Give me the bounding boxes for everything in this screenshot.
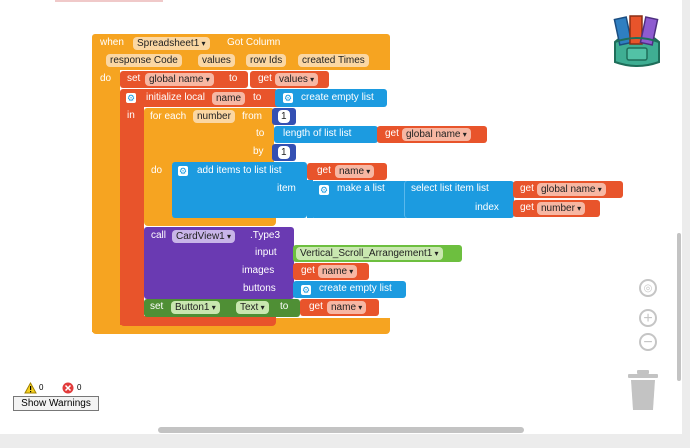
error-icon bbox=[62, 382, 74, 394]
when-label: when bbox=[100, 37, 124, 48]
to-label: to bbox=[256, 128, 265, 139]
index-label: index bbox=[475, 202, 499, 213]
length-of-list-block[interactable] bbox=[274, 126, 378, 143]
get-values-dropdown[interactable]: values bbox=[275, 73, 319, 86]
gear-icon[interactable]: ⚙ bbox=[319, 185, 329, 195]
horizontal-scrollbar[interactable] bbox=[158, 427, 524, 433]
get-number-dropdown[interactable]: number bbox=[537, 202, 586, 215]
add-items-block[interactable] bbox=[172, 162, 307, 218]
add-items-label: add items to list list bbox=[197, 165, 282, 176]
get-images-dropdown[interactable]: name bbox=[318, 265, 358, 278]
set-button-text-block[interactable] bbox=[144, 299, 300, 317]
gear-icon[interactable]: ⚙ bbox=[301, 285, 311, 295]
event-do-label: do bbox=[100, 73, 112, 84]
call-method-label: .Type3 bbox=[250, 230, 281, 241]
set-var-dropdown[interactable]: global name bbox=[145, 73, 214, 86]
get-label: get bbox=[309, 301, 323, 312]
get-name-dropdown-2[interactable]: name bbox=[327, 301, 367, 314]
item-label: item bbox=[277, 183, 296, 194]
warning-count: 0 bbox=[39, 383, 44, 392]
for-each-do-label: do bbox=[151, 165, 163, 176]
vertical-scroll-dropdown[interactable]: Vertical_Scroll_Arrangement1 bbox=[296, 247, 443, 260]
for-each-var-field[interactable]: number bbox=[193, 110, 235, 123]
event-component-dropdown[interactable]: Spreadsheet1 bbox=[133, 37, 210, 50]
event-block-spine bbox=[92, 70, 120, 332]
images-label: images bbox=[242, 265, 275, 276]
zoom-out-icon[interactable]: − bbox=[639, 333, 657, 351]
init-to-label: to bbox=[253, 92, 262, 103]
buttons-empty-list-label: create empty list bbox=[319, 283, 392, 294]
local-name-field[interactable]: name bbox=[212, 92, 246, 105]
by-number-field[interactable]: 1 bbox=[278, 146, 290, 159]
gear-icon[interactable]: ⚙ bbox=[126, 93, 136, 103]
get-label: get bbox=[258, 73, 272, 84]
init-local-label: initialize local bbox=[146, 92, 205, 103]
gear-icon[interactable]: ⚙ bbox=[178, 166, 188, 176]
set-to-label: to bbox=[229, 73, 238, 84]
zoom-in-icon[interactable]: + bbox=[639, 309, 657, 327]
select-list-item-block[interactable] bbox=[404, 181, 514, 218]
init-in-label: in bbox=[127, 110, 135, 121]
init-local-foot bbox=[120, 316, 276, 326]
error-count: 0 bbox=[77, 383, 82, 392]
get-label: get bbox=[385, 128, 399, 139]
get-global-name-dropdown-2[interactable]: global name bbox=[537, 183, 606, 196]
set-label: set bbox=[150, 301, 164, 312]
by-label: by bbox=[253, 146, 264, 157]
set-component-dropdown[interactable]: Button1 bbox=[171, 301, 220, 314]
top-accent-line bbox=[55, 0, 163, 2]
param-created-times[interactable]: created Times bbox=[298, 54, 369, 67]
input-label: input bbox=[255, 247, 277, 258]
create-empty-list-block[interactable] bbox=[275, 89, 387, 107]
set-property-dropdown[interactable]: Text bbox=[236, 301, 269, 314]
call-component-dropdown[interactable]: CardView1 bbox=[172, 230, 235, 243]
call-label: call bbox=[151, 230, 167, 241]
warning-icon bbox=[24, 382, 37, 394]
target-icon[interactable]: ◎ bbox=[639, 279, 657, 297]
get-label: get bbox=[520, 183, 534, 194]
set-label: set bbox=[127, 73, 141, 84]
show-warnings-button[interactable]: Show Warnings bbox=[13, 396, 99, 411]
vertical-scrollbar[interactable] bbox=[677, 233, 681, 381]
get-global-name-dropdown[interactable]: global name bbox=[402, 128, 471, 141]
add-items-item-row bbox=[307, 180, 313, 218]
make-a-list-label: make a list bbox=[337, 183, 385, 194]
param-row-ids[interactable]: row Ids bbox=[246, 54, 287, 67]
get-label: get bbox=[317, 165, 331, 176]
backpack-icon[interactable] bbox=[607, 12, 667, 70]
event-name-label: Got Column bbox=[227, 37, 281, 48]
for-each-spine bbox=[144, 164, 172, 220]
param-response-code[interactable]: response Code bbox=[106, 54, 182, 67]
buttons-label: buttons bbox=[243, 283, 276, 294]
from-label: from bbox=[242, 111, 262, 122]
buttons-empty-list-block[interactable] bbox=[293, 281, 406, 298]
get-name-dropdown[interactable]: name bbox=[335, 165, 375, 178]
get-label: get bbox=[520, 202, 534, 213]
get-label: get bbox=[301, 265, 315, 276]
create-empty-list-label: create empty list bbox=[301, 92, 374, 103]
init-local-spine bbox=[120, 107, 144, 325]
select-list-item-label: select list item list bbox=[411, 183, 489, 194]
gear-icon[interactable]: ⚙ bbox=[283, 93, 293, 103]
length-of-list-label: length of list list bbox=[283, 128, 352, 139]
from-number-field[interactable]: 1 bbox=[278, 110, 290, 123]
trash-icon[interactable] bbox=[627, 370, 659, 412]
set-to-label: to bbox=[280, 301, 289, 312]
for-each-foot bbox=[144, 216, 276, 226]
for-each-label: for each bbox=[150, 111, 187, 122]
param-values[interactable]: values bbox=[198, 54, 235, 67]
